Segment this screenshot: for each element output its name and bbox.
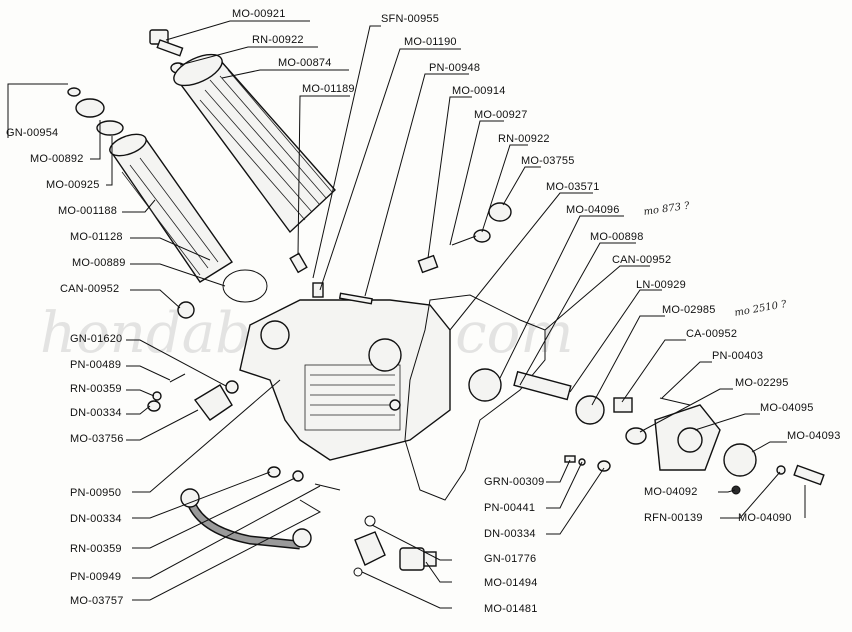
pin-403 — [659, 397, 691, 406]
label-MO-00921: MO-00921 — [232, 8, 286, 20]
spring-927 — [451, 235, 477, 246]
washer-139 — [776, 465, 786, 475]
label-LN-00929: LN-00929 — [636, 279, 686, 291]
label-CAN-00952-left: CAN-00952 — [60, 283, 119, 295]
handwritten-note-1: mo 873 ? — [643, 201, 691, 218]
label-MO-00914: MO-00914 — [452, 85, 506, 97]
ball-4092 — [731, 485, 741, 495]
label-DN-00334-lower: DN-00334 — [70, 513, 122, 525]
label-CA-00952: CA-00952 — [686, 328, 737, 340]
shaft — [513, 370, 572, 401]
label-PN-00403: PN-00403 — [712, 350, 763, 362]
oring-889 — [222, 269, 268, 303]
plunger-914 — [417, 254, 439, 274]
label-GN-01776: GN-01776 — [484, 553, 536, 565]
gasket-954 — [67, 87, 81, 97]
bushing — [613, 397, 633, 413]
label-RN-00922-right: RN-00922 — [498, 133, 550, 145]
label-MO-04096: MO-04096 — [566, 204, 620, 216]
bolt-top — [149, 29, 184, 57]
label-MO-00898: MO-00898 — [590, 231, 644, 243]
washer-922b — [473, 229, 491, 243]
label-MO-03756: MO-03756 — [70, 433, 124, 445]
label-MO-04090: MO-04090 — [738, 512, 792, 524]
ring-359b — [292, 470, 304, 482]
label-MO-03571: MO-03571 — [546, 181, 600, 193]
label-PN-00489: PN-00489 — [70, 359, 121, 371]
label-SFN-00955: SFN-00955 — [381, 13, 439, 25]
label-MO-00874: MO-00874 — [278, 57, 332, 69]
nut-334c — [597, 460, 611, 472]
nut-334b — [267, 466, 281, 478]
label-RN-00359-lower: RN-00359 — [70, 543, 122, 555]
gn-1620 — [225, 380, 239, 394]
cap-3755 — [488, 202, 512, 222]
label-MO-04092: MO-04092 — [644, 486, 698, 498]
label-MO-04095: MO-04095 — [760, 402, 814, 414]
label-GN-00954: GN-00954 — [6, 127, 58, 139]
sender-1494 — [399, 547, 437, 571]
pin-948 — [338, 292, 373, 305]
nut-952 — [177, 301, 195, 319]
label-RN-00922-top: RN-00922 — [252, 34, 304, 46]
gear-left — [468, 368, 502, 402]
label-MO-03755: MO-03755 — [521, 155, 575, 167]
pipe-3757 — [180, 488, 312, 550]
cover-gasket — [404, 294, 546, 501]
label-GN-01620: GN-01620 — [70, 333, 122, 345]
label-MO-04093: MO-04093 — [787, 430, 841, 442]
label-MO-02295: MO-02295 — [735, 377, 789, 389]
label-RN-00359-upper: RN-00359 — [70, 383, 122, 395]
label-MO-03757: MO-03757 — [70, 595, 124, 607]
label-MO-01128: MO-01128 — [70, 231, 123, 243]
label-MO-00927: MO-00927 — [474, 109, 528, 121]
nut-334a — [147, 400, 161, 412]
label-PN-00950: PN-00950 — [70, 487, 121, 499]
fitting-3756 — [193, 384, 233, 421]
label-MO-01190: MO-01190 — [404, 36, 457, 48]
bolt-4090 — [793, 464, 825, 486]
parts-illustration — [67, 29, 825, 577]
label-RFN-00139: RFN-00139 — [644, 512, 703, 524]
label-MO-001188: MO-001188 — [58, 205, 117, 217]
pin-489 — [169, 373, 186, 383]
label-PN-00441: PN-00441 — [484, 502, 535, 514]
handwritten-note-2: mo 2510 ? — [734, 299, 788, 319]
gear-right — [575, 395, 605, 425]
label-MO-00925: MO-00925 — [46, 179, 100, 191]
pin-1190 — [312, 282, 324, 298]
cap-892 — [75, 98, 105, 118]
pin-949 — [314, 483, 341, 491]
label-CAN-00952-right: CAN-00952 — [612, 254, 671, 266]
label-DN-00334-upper: DN-00334 — [70, 407, 122, 419]
rotor-4093 — [723, 443, 757, 477]
label-PN-00949: PN-00949 — [70, 571, 121, 583]
label-MO-00889: MO-00889 — [72, 257, 126, 269]
label-MO-02985: MO-02985 — [662, 304, 716, 316]
label-PN-00948: PN-00948 — [429, 62, 480, 74]
label-MO-01189: MO-01189 — [302, 83, 355, 95]
ring-925 — [96, 120, 124, 136]
canister — [173, 53, 336, 234]
bracket-1481 — [354, 531, 386, 566]
label-DN-00334-center: DN-00334 — [484, 528, 536, 540]
label-MO-01494: MO-01494 — [484, 577, 538, 589]
engine-case — [239, 299, 451, 461]
part-labels: MO-00921 RN-00922 MO-00874 MO-01189 SFN-… — [6, 8, 841, 615]
label-GRN-00309: GRN-00309 — [484, 476, 545, 488]
ring-359a — [152, 391, 162, 401]
label-MO-00892: MO-00892 — [30, 153, 84, 165]
grn-309 — [564, 455, 576, 463]
leader-lines — [7, 20, 806, 609]
filter-element — [108, 133, 233, 283]
label-MO-01481: MO-01481 — [484, 603, 538, 615]
pin-1189 — [289, 252, 308, 274]
gn-1776 — [364, 515, 376, 527]
